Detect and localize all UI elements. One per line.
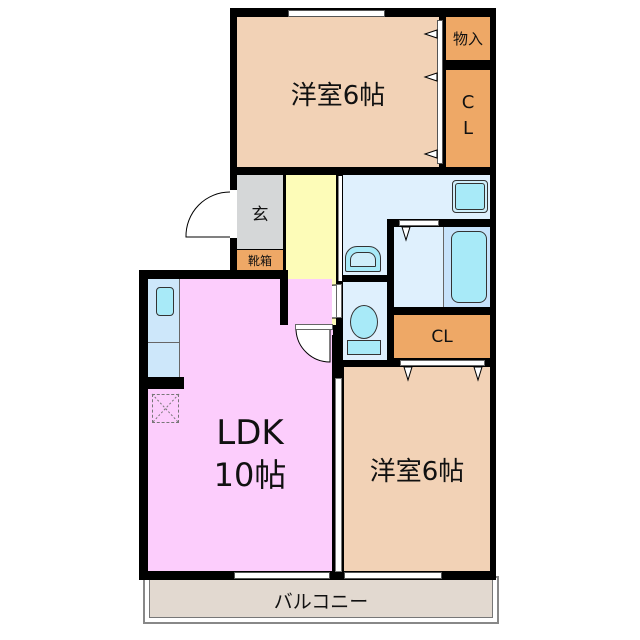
bedroom-south-label: 洋室6帖 <box>369 456 465 487</box>
closet-door-strip <box>437 20 443 164</box>
sliding-door-ldk-bedroom[interactable] <box>335 378 342 572</box>
toilet-bowl-icon <box>350 305 378 339</box>
kitchen-wall <box>148 377 184 389</box>
storage-label: 物入 <box>452 30 483 48</box>
bedroom-north <box>237 17 439 167</box>
closet-south-label: CL <box>431 326 453 347</box>
bathtub-icon <box>451 231 487 303</box>
closet-north-label-l: L <box>462 117 474 139</box>
shoe-cabinet <box>237 250 283 270</box>
kitchen-divider <box>148 342 180 343</box>
storage <box>446 17 490 60</box>
closet-south <box>394 315 490 358</box>
closet-north <box>446 70 490 167</box>
window-north <box>288 10 385 17</box>
shoe-cabinet-label: 靴箱 <box>247 253 272 268</box>
balcony-label: バルコニー <box>273 590 369 613</box>
fridge-space-icon <box>152 394 179 423</box>
bedroom-south <box>344 367 490 571</box>
window-bedroom-south <box>344 572 442 579</box>
closet-north-label-c: C <box>461 91 475 113</box>
toilet-door-opening[interactable] <box>336 284 342 318</box>
ldk-door-opening[interactable] <box>295 324 333 330</box>
window-ldk-south <box>234 572 330 579</box>
front-door-opening[interactable] <box>230 190 237 238</box>
closet-south-door-strip[interactable] <box>400 360 485 366</box>
washing-machine-inner <box>455 183 485 210</box>
ldk-notch <box>280 270 288 325</box>
bathroom-door-opening[interactable] <box>399 220 439 226</box>
bedroom-north-label: 洋室6帖 <box>290 80 386 111</box>
toilet-tank-icon <box>347 340 381 355</box>
ldk-size-label: 10帖 <box>213 456 287 494</box>
hallway-divider <box>338 176 342 281</box>
washbasin-inner <box>350 252 376 267</box>
entrance-label: 玄 <box>251 204 269 225</box>
kitchen-sink-icon <box>156 287 174 316</box>
entrance <box>237 175 283 249</box>
balcony <box>149 578 493 618</box>
ldk-label: LDK <box>216 413 284 453</box>
